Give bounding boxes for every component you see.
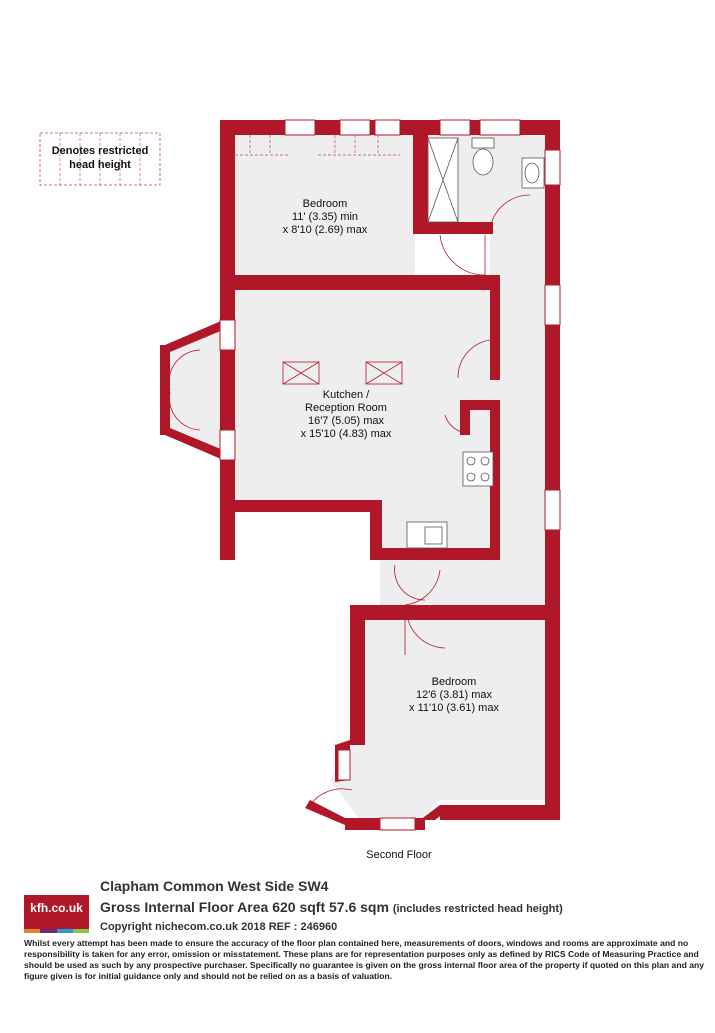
floor-area-note: (includes restricted head height): [392, 903, 563, 915]
floor-area-value: Gross Internal Floor Area 620 sqft 57.6 …: [100, 899, 389, 915]
kitchen-dim1: 16'7 (5.05) max: [308, 415, 385, 427]
logo-text: kfh.co.uk: [30, 901, 83, 915]
floor-label: Second Floor: [366, 849, 432, 861]
skylight-icon: [282, 361, 403, 385]
floor-area: Gross Internal Floor Area 620 sqft 57.6 …: [100, 899, 563, 915]
kitchen-name1: Kutchen /: [323, 389, 370, 401]
bedroom2-dim1: 12'6 (3.81) max: [416, 689, 493, 701]
property-address: Clapham Common West Side SW4: [100, 878, 329, 894]
kfh-logo: kfh.co.uk: [24, 895, 89, 933]
hob-icon: [462, 451, 494, 487]
room-label-bedroom-2: Bedroom 12'6 (3.81) max x 11'10 (3.61) m…: [409, 676, 499, 714]
bedroom2-dim2: x 11'10 (3.61) max: [409, 702, 499, 714]
door-swings: [168, 194, 531, 806]
windows: [219, 119, 561, 831]
legend-label-line1: Denotes restricted: [52, 145, 149, 157]
copyright: Copyright nichecom.co.uk 2018 REF : 2469…: [100, 921, 338, 933]
kitchen-name2: Reception Room: [305, 402, 387, 414]
bedroom2-name: Bedroom: [432, 676, 477, 688]
disclaimer: Whilst every attempt has been made to en…: [24, 938, 705, 981]
room-label-bedroom-1: Bedroom 11' (3.35) min x 8'10 (2.69) max: [283, 198, 368, 236]
bath-icon: [427, 137, 459, 223]
legend-label-line2: head height: [69, 159, 131, 171]
room-label-kitchen: Kutchen / Reception Room 16'7 (5.05) max…: [301, 389, 392, 440]
bedroom1-name: Bedroom: [303, 198, 348, 210]
kitchen-sink-icon: [406, 521, 448, 549]
bedroom1-dim2: x 8'10 (2.69) max: [283, 224, 368, 236]
kitchen-dim2: x 15'10 (4.83) max: [301, 428, 392, 440]
restricted-height-zone: [235, 135, 400, 156]
toilet-icon: [471, 137, 495, 176]
restricted-height-legend: Denotes restricted head height: [39, 132, 161, 186]
logo-stripes: [24, 929, 89, 933]
bedroom1-dim1: 11' (3.35) min: [292, 211, 358, 223]
sink-icon: [521, 157, 545, 189]
floor-plan: Denotes restricted head height: [39, 119, 561, 861]
